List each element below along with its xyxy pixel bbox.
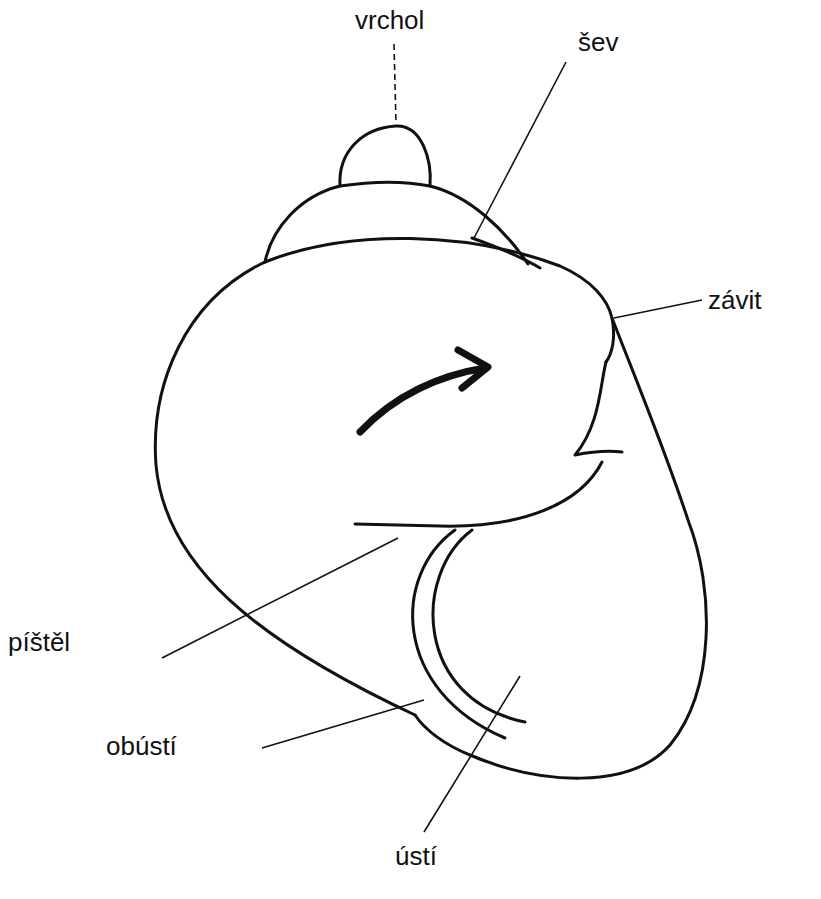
- peristome-outer: [413, 530, 505, 738]
- part-label: ústí: [395, 842, 437, 871]
- growth-arrowhead: [458, 350, 488, 388]
- part-label: vrchol: [355, 6, 424, 35]
- growth-arrow: [360, 368, 485, 432]
- shell-suture: [472, 238, 540, 268]
- shell-whorl: [265, 182, 528, 264]
- peristome-inner: [433, 530, 525, 722]
- leader-line: [394, 44, 396, 124]
- body-whorl-left: [155, 262, 415, 715]
- body-whorl-top: [265, 238, 614, 362]
- leader-line: [424, 676, 520, 832]
- part-label: obústí: [106, 732, 177, 761]
- leader-line: [474, 62, 566, 238]
- leader-line: [614, 300, 702, 318]
- leader-line: [262, 700, 424, 748]
- part-label: šev: [578, 28, 618, 57]
- shell-apex: [340, 126, 430, 186]
- part-label: píštěl: [8, 628, 70, 657]
- shell-notch: [575, 362, 622, 455]
- whorl-lower-edge: [355, 462, 602, 526]
- leader-line: [162, 538, 398, 658]
- part-label: závit: [708, 286, 761, 315]
